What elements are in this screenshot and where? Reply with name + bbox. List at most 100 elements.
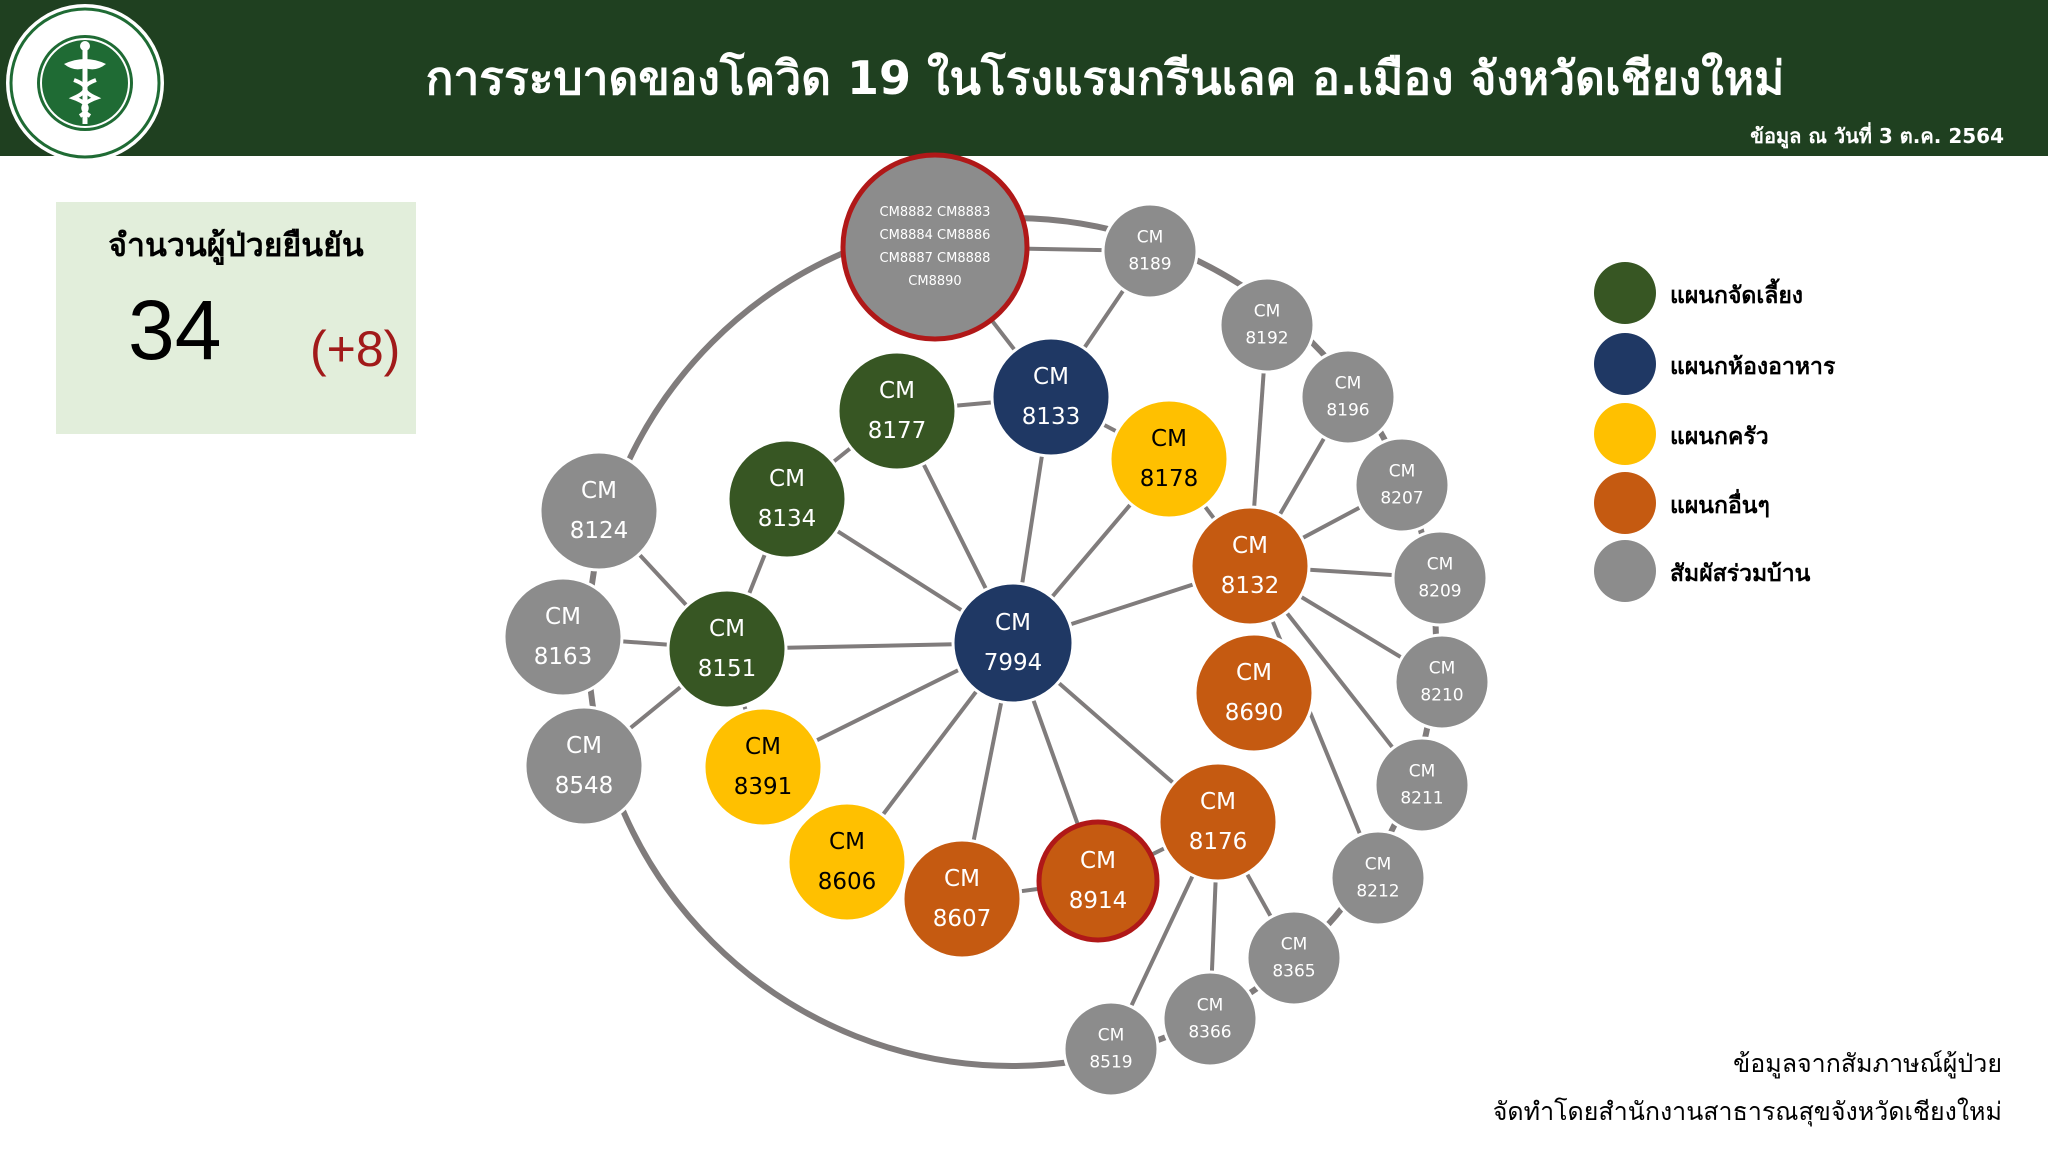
footer-source: ข้อมูลจากสัมภาษณ์ผู้ป่วย (1733, 1049, 2002, 1078)
case-node-8690: CM 8690 (1193, 632, 1315, 754)
legend-swatch-household (1594, 540, 1656, 602)
case-label-8196-line1: 8196 (1326, 401, 1369, 421)
legend-swatch-other (1594, 472, 1656, 534)
case-circle-8124 (538, 450, 660, 572)
case-node-7994: CM 7994 (951, 581, 1075, 705)
legend-label-household: สัมผัสร่วมบ้าน (1670, 561, 1811, 587)
case-circle-8177 (836, 350, 958, 472)
case-label-8211-line0: CM (1409, 762, 1436, 782)
case-node-8163: CM 8163 (502, 576, 624, 698)
case-node-8519: CM 8519 (1062, 1000, 1160, 1098)
case-circle-8163 (502, 576, 624, 698)
case-circle-8132 (1189, 505, 1311, 627)
case-label-8365-line1: 8365 (1272, 962, 1315, 982)
confirmed-cases-box: จำนวนผู้ป่วยยืนยัน 34 (+8) (56, 202, 416, 434)
case-circle-8133 (990, 336, 1112, 458)
case-label-8391-line0: CM (745, 734, 781, 760)
case-circle-8134 (726, 438, 848, 560)
case-label-8209-line0: CM (1427, 555, 1454, 575)
case-label-cluster-line0: CM8882 CM8883 (880, 205, 991, 220)
case-circle-8189 (1101, 202, 1199, 300)
case-circle-8211 (1373, 736, 1471, 834)
case-circle-7994 (951, 581, 1075, 705)
case-label-8606-line1: 8606 (818, 869, 877, 895)
case-label-8366-line1: 8366 (1188, 1023, 1231, 1043)
legend-swatch-kitchen (1594, 403, 1656, 465)
case-node-8207: CM 8207 (1353, 436, 1451, 534)
case-label-8391-line1: 8391 (734, 774, 793, 800)
case-label-8914-line0: CM (1080, 848, 1116, 874)
case-label-8210-line0: CM (1429, 659, 1456, 679)
confirmed-cases-count: 34 (128, 283, 222, 377)
case-circle-8914 (1036, 819, 1160, 943)
case-label-8124-line1: 8124 (570, 518, 629, 544)
case-label-8365-line0: CM (1281, 935, 1308, 955)
case-label-8690-line1: 8690 (1225, 700, 1284, 726)
case-label-8548-line1: 8548 (555, 773, 614, 799)
case-circle-8519 (1062, 1000, 1160, 1098)
case-label-8207-line0: CM (1389, 462, 1416, 482)
case-label-8124-line0: CM (581, 478, 617, 504)
case-circle-8192 (1218, 276, 1316, 374)
case-label-7994-line0: CM (995, 610, 1031, 636)
case-label-8189-line1: 8189 (1128, 255, 1171, 275)
case-label-8192-line0: CM (1254, 302, 1281, 322)
case-label-8151-line1: 8151 (698, 656, 757, 682)
case-label-8366-line0: CM (1197, 996, 1224, 1016)
case-node-8210: CM 8210 (1393, 633, 1491, 731)
case-label-8178-line1: 8178 (1140, 466, 1199, 492)
case-label-8606-line0: CM (829, 829, 865, 855)
case-label-8177-line1: 8177 (868, 418, 927, 444)
case-label-cluster-line1: CM8884 CM8886 (880, 228, 991, 243)
case-circle-8690 (1193, 632, 1315, 754)
case-label-8192-line1: 8192 (1245, 329, 1288, 349)
legend-swatch-restaurant (1594, 333, 1656, 395)
case-label-8196-line0: CM (1335, 374, 1362, 394)
case-label-8914-line1: 8914 (1069, 888, 1128, 914)
case-label-8163-line1: 8163 (534, 644, 593, 670)
case-label-8212-line0: CM (1365, 855, 1392, 875)
case-node-8196: CM 8196 (1299, 348, 1397, 446)
ministry-seal-icon (6, 4, 164, 162)
case-circle-8365 (1245, 909, 1343, 1007)
case-label-8519-line1: 8519 (1089, 1053, 1132, 1073)
case-node-8177: CM 8177 (836, 350, 958, 472)
case-circle-8607 (901, 838, 1023, 960)
data-date: ข้อมูล ณ วันที่ 3 ต.ค. 2564 (1750, 124, 2004, 148)
case-label-8210-line1: 8210 (1420, 686, 1463, 706)
case-label-8207-line1: 8207 (1380, 489, 1423, 509)
case-label-7994-line1: 7994 (984, 650, 1043, 676)
case-label-8548-line0: CM (566, 733, 602, 759)
case-label-8607-line1: 8607 (933, 906, 992, 932)
case-node-8607: CM 8607 (901, 838, 1023, 960)
confirmed-cases-delta: (+8) (310, 321, 401, 377)
case-circle-8178 (1108, 398, 1230, 520)
case-node-8366: CM 8366 (1161, 970, 1259, 1068)
case-node-8365: CM 8365 (1245, 909, 1343, 1007)
case-label-8690-line0: CM (1236, 660, 1272, 686)
case-node-8192: CM 8192 (1218, 276, 1316, 374)
case-node-8548: CM 8548 (523, 705, 645, 827)
case-label-8189-line0: CM (1137, 228, 1164, 248)
case-label-8519-line0: CM (1098, 1026, 1125, 1046)
case-node-8391: CM 8391 (702, 706, 824, 828)
legend-label-other: แผนกอื่นๆ (1670, 493, 1770, 519)
footer-credit: จัดทำโดยสำนักงานสาธารณสุขจังหวัดเชียงใหม… (1492, 1097, 2002, 1126)
legend-label-kitchen: แผนกครัว (1670, 424, 1769, 450)
case-label-8133-line1: 8133 (1022, 404, 1081, 430)
case-label-cluster-line2: CM8887 CM8888 (880, 251, 991, 266)
case-label-8163-line0: CM (545, 604, 581, 630)
case-circle-8366 (1161, 970, 1259, 1068)
case-label-8607-line0: CM (944, 866, 980, 892)
case-label-cluster-line3: CM8890 (908, 274, 961, 289)
legend-label-catering: แผนกจัดเลี้ยง (1670, 283, 1804, 309)
case-circle-8209 (1391, 529, 1489, 627)
case-label-8177-line0: CM (879, 378, 915, 404)
